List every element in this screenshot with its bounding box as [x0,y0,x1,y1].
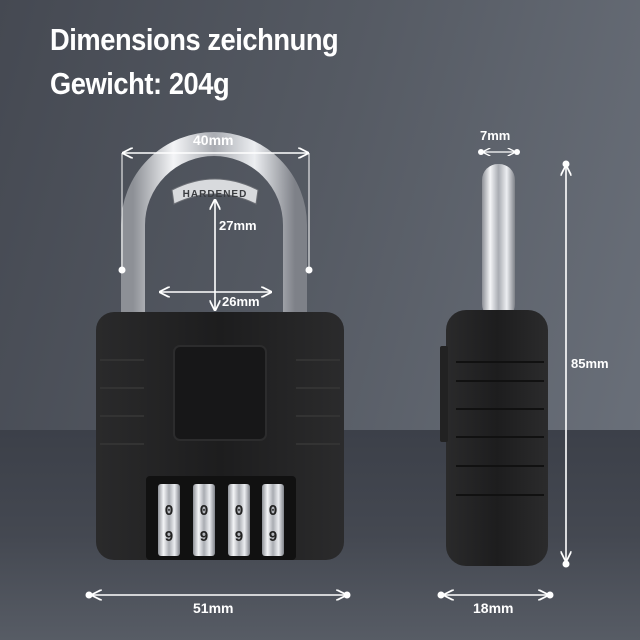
dim-body-depth: 18mm [473,600,514,616]
svg-text:9: 9 [199,529,208,546]
svg-text:9: 9 [164,529,173,546]
side-lock-body [440,310,548,566]
dial-2 [193,484,215,556]
diagram-title: Dimensions zeichnung [50,22,339,57]
svg-text:9: 9 [234,529,243,546]
front-shackle: HARDENED [121,132,307,318]
dial-1 [158,484,180,556]
combination-dials: 0 0 0 0 9 9 9 9 [158,484,284,556]
side-shackle [482,164,515,320]
dial-3 [228,484,250,556]
dim-inner-width: 26mm [222,294,260,309]
svg-text:0: 0 [234,503,243,520]
svg-text:0: 0 [268,503,277,520]
front-lock-body [96,312,344,560]
svg-text:0: 0 [164,503,173,520]
svg-text:HARDENED: HARDENED [183,189,248,200]
dim-total-height: 85mm [571,356,609,371]
dim-shackle-diameter: 7mm [480,128,511,143]
svg-text:9: 9 [268,529,277,546]
dim-outer-width: 40mm [193,132,234,148]
dimension-lines [85,149,570,599]
weight-label: Gewicht: 204g [50,66,230,101]
dim-body-width: 51mm [193,600,234,616]
svg-text:0: 0 [199,503,208,520]
dial-4 [262,484,284,556]
dim-inner-height: 27mm [219,218,257,233]
